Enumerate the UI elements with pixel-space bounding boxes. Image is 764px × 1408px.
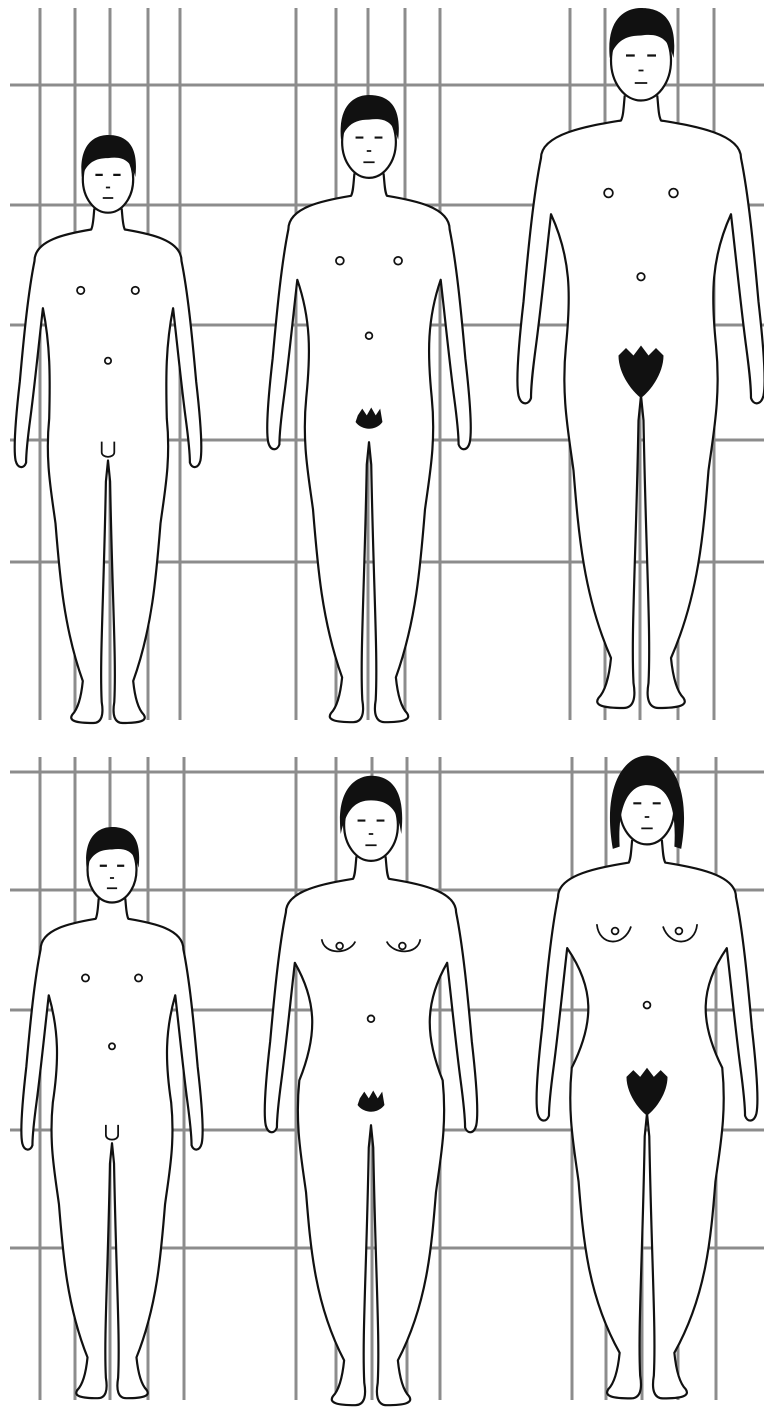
figure-bottom-1 (21, 827, 202, 1398)
body-outline (21, 898, 202, 1398)
figures-layer (15, 8, 764, 1405)
figure-bottom-3 (537, 755, 758, 1398)
body-outline (15, 209, 201, 724)
row-top (15, 8, 764, 723)
body-outline (537, 840, 758, 1399)
row-bottom (21, 755, 757, 1405)
figure-top-1 (15, 135, 201, 723)
